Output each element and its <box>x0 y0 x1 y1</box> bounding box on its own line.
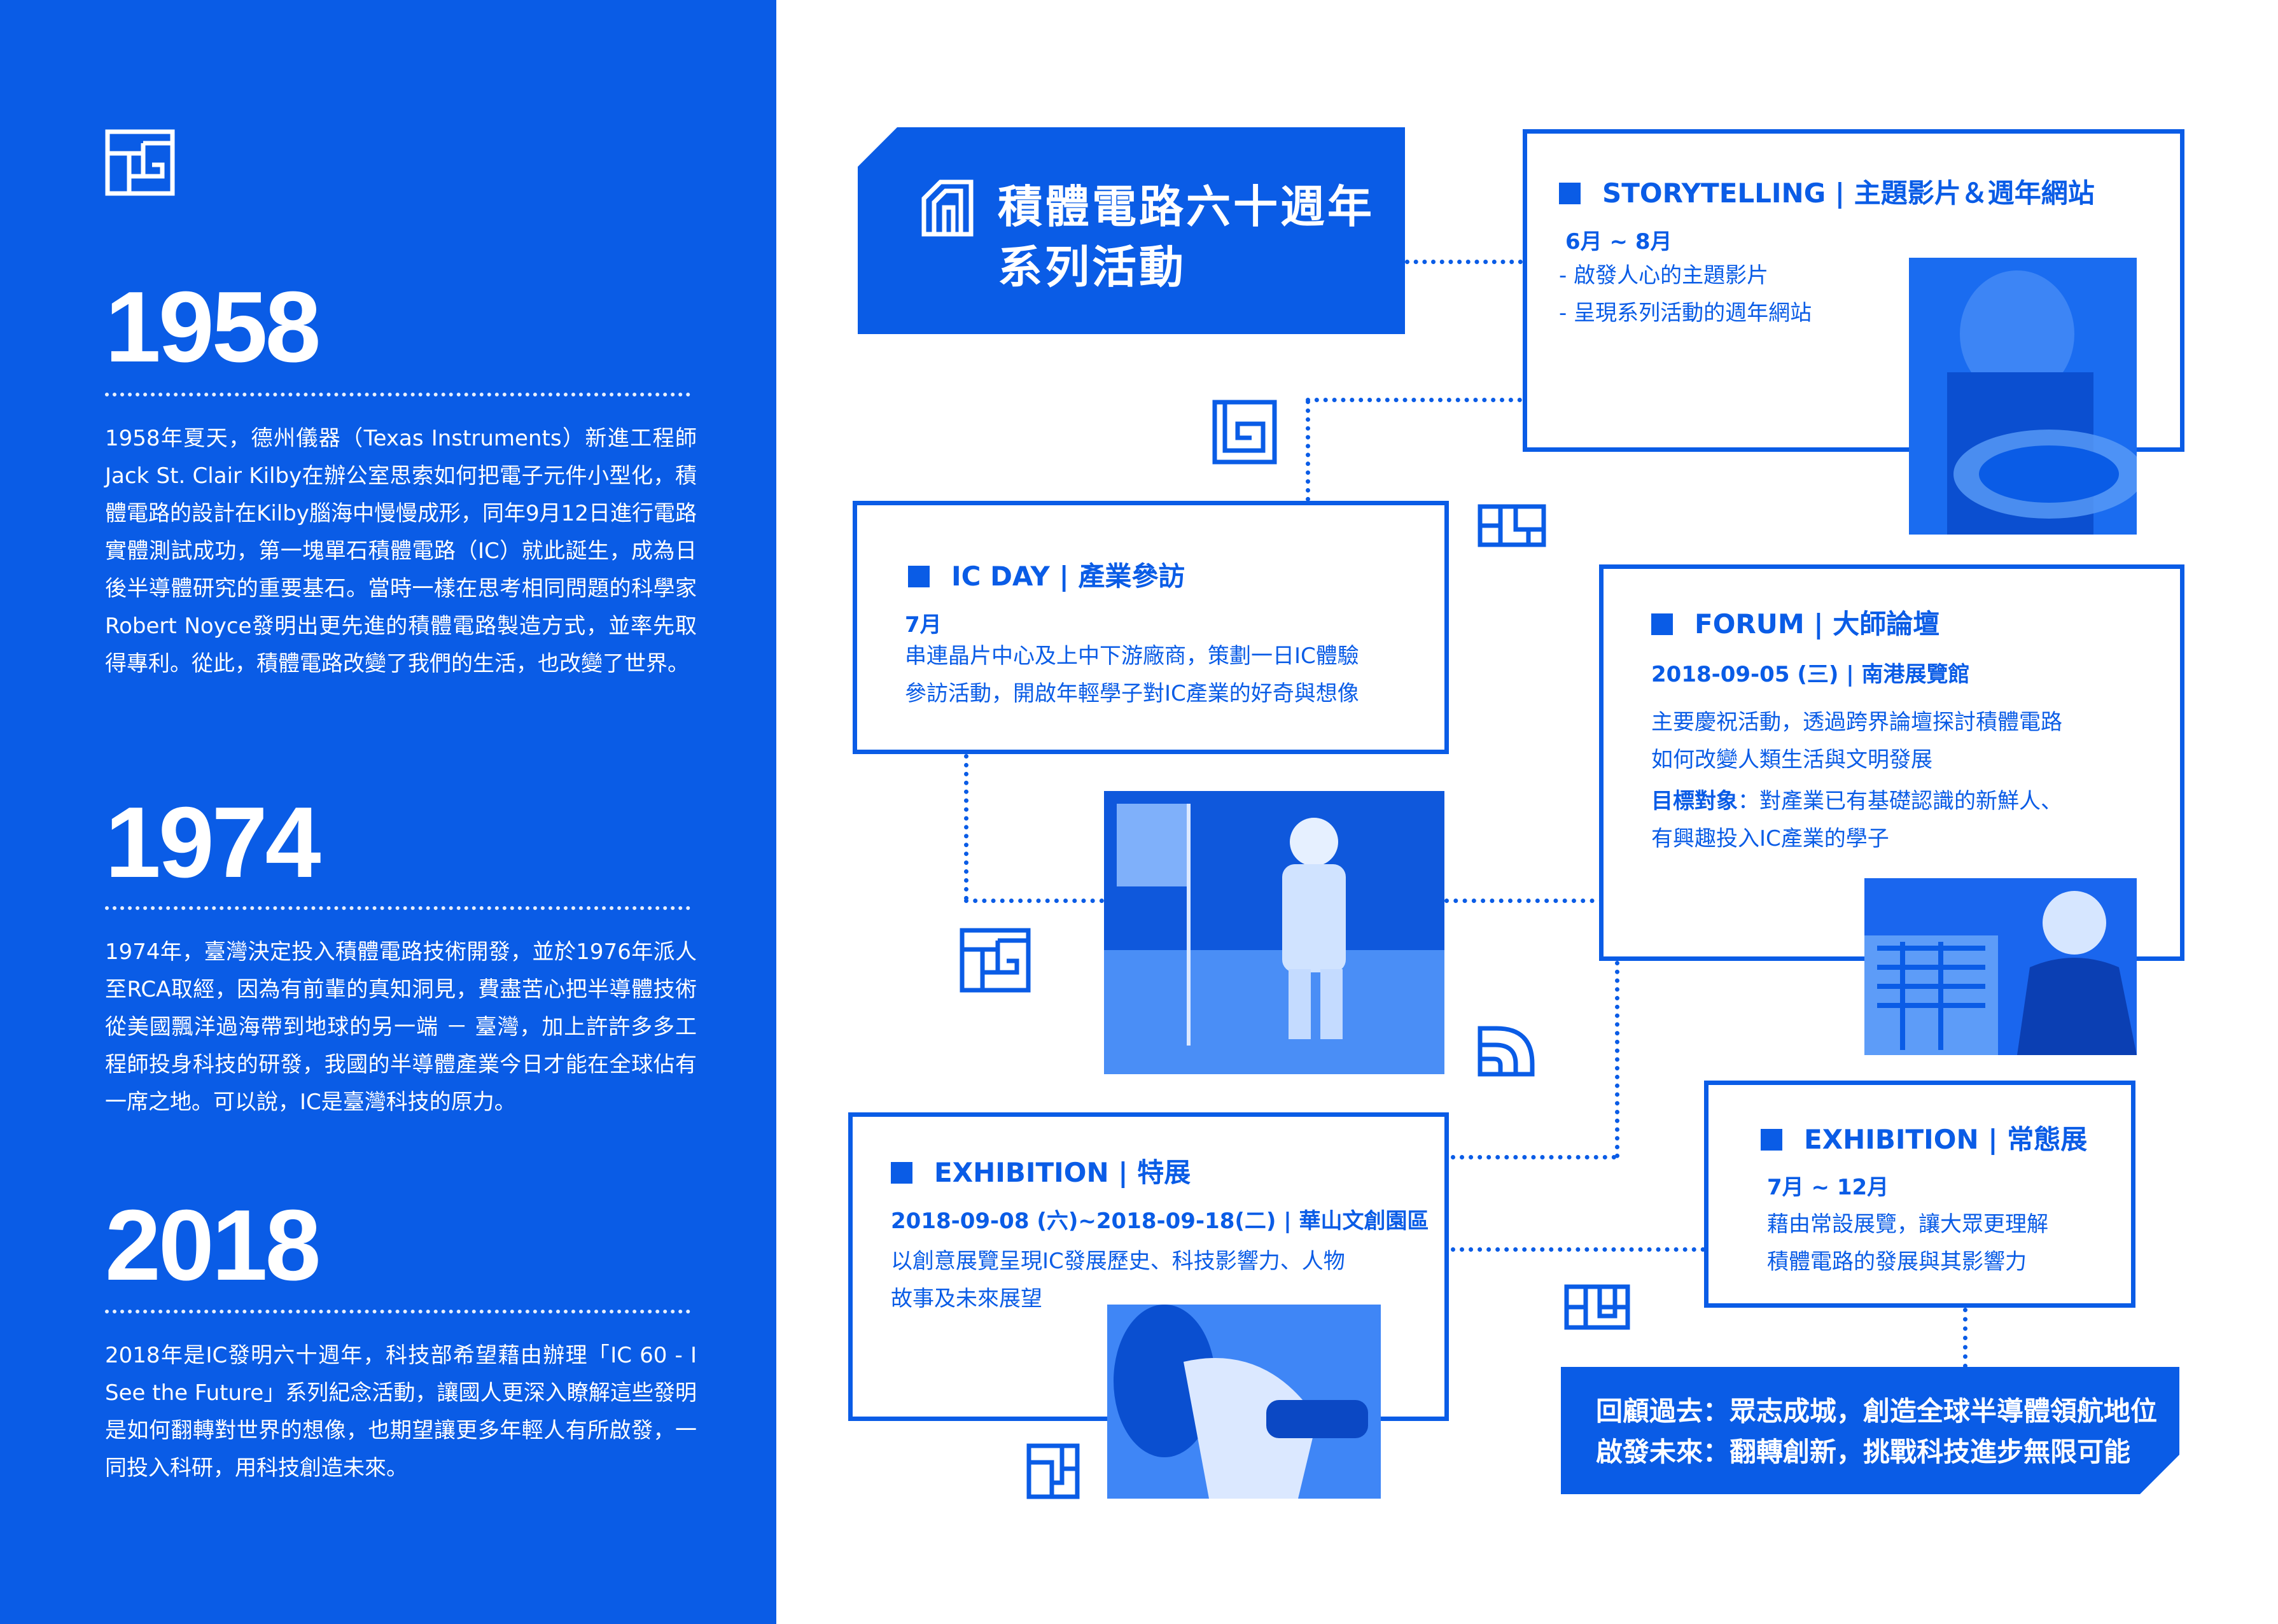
series-banner: 積體電路六十週年 系列活動 <box>858 127 1405 334</box>
divider <box>105 393 690 396</box>
circuit-icon <box>1026 1443 1080 1499</box>
event-title: IC DAY | 產業參訪 <box>908 555 1185 594</box>
connector <box>1444 899 1604 903</box>
photo-scientist-circuit <box>1864 878 2137 1055</box>
event-date: 2018-09-05 (三) | 南港展覽館 <box>1651 662 1970 687</box>
event-ic-day: IC DAY | 產業參訪 7月 串連晶片中心及上中下游廠商，策劃一日IC體驗 … <box>853 501 1449 754</box>
photo-robot-arm <box>1107 1305 1381 1499</box>
year-1974: 1974 <box>105 787 321 899</box>
event-date: 6月 ~ 8月 <box>1565 229 1672 255</box>
event-title: EXHIBITION | 常態展 <box>1761 1118 2087 1157</box>
connector <box>1451 1247 1705 1252</box>
event-description: 以創意展覽呈現IC發展歷史、科技影響力、人物 故事及未來展望 <box>891 1249 1345 1312</box>
circuit-icon <box>1212 400 1277 465</box>
photo-scientist-wafer <box>1909 258 2137 535</box>
history-text-1958: 1958年夏天，德州儀器（Texas Instruments）新進工程師Jack… <box>105 426 697 676</box>
closing-banner: 回顧過去：眾志成城，創造全球半導體領航地位 啟發未來：翻轉創新，挑戰科技進步無限… <box>1561 1367 2179 1494</box>
year-1958: 1958 <box>105 271 321 383</box>
connector <box>964 899 1104 903</box>
event-title: STORYTELLING | 主題影片＆週年網站 <box>1559 172 2095 211</box>
event-exhibition-permanent: EXHIBITION | 常態展 7月 ~ 12月 藉由常設展覽，讓大眾更理解 … <box>1704 1081 2135 1308</box>
event-date: 7月 ~ 12月 <box>1767 1175 1889 1200</box>
divider <box>105 1310 690 1313</box>
event-description: 主要慶祝活動，透過跨界論壇探討積體電路 如何改變人類生活與文明發展 目標對象：對… <box>1651 710 2062 851</box>
connector <box>1963 1308 1967 1368</box>
event-description: 串連晶片中心及上中下游廠商，策劃一日IC體驗 參訪活動，開啟年輕學子對IC產業的… <box>905 643 1359 706</box>
ic-chip-logo-icon <box>921 179 974 237</box>
photo-astronaut-moon <box>1104 791 1444 1074</box>
divider <box>105 906 690 910</box>
event-description: 藉由常設展覽，讓大眾更理解 積體電路的發展與其影響力 <box>1767 1212 2048 1275</box>
year-2018: 2018 <box>105 1189 321 1301</box>
circuit-icon <box>1478 1026 1535 1077</box>
history-panel: 1958 1958年夏天，德州儀器（Texas Instruments）新進工程… <box>0 0 776 1624</box>
connector <box>1405 260 1523 264</box>
connector <box>1451 1155 1616 1159</box>
event-date: 2018-09-08 (六)~2018-09-18(二) | 華山文創園區 <box>891 1208 1429 1234</box>
event-description: - 啟發人心的主題影片 - 呈現系列活動的週年網站 <box>1559 263 1812 326</box>
ic-logo-icon <box>105 129 175 196</box>
circuit-icon <box>1564 1284 1630 1330</box>
event-date: 7月 <box>905 612 942 638</box>
connector <box>964 754 968 900</box>
history-text-1974: 1974年，臺灣決定投入積體電路技術開發，並於1976年派人至RCA取經，因為有… <box>105 939 697 1115</box>
circuit-icon <box>1478 504 1546 547</box>
event-title: EXHIBITION | 特展 <box>891 1151 1191 1190</box>
connector <box>1615 961 1619 1158</box>
history-text-2018: 2018年是IC發明六十週年，科技部希望藉由辦理「IC 60 - I See t… <box>105 1343 697 1481</box>
event-title: FORUM | 大師論壇 <box>1651 603 1939 641</box>
banner-title: 積體電路六十週年 系列活動 <box>998 181 1374 293</box>
circuit-icon <box>960 928 1031 993</box>
connector <box>1306 398 1522 402</box>
closing-text: 回顧過去：眾志成城，創造全球半導體領航地位 啟發未來：翻轉創新，挑戰科技進步無限… <box>1596 1396 2158 1467</box>
connector <box>1306 400 1310 501</box>
